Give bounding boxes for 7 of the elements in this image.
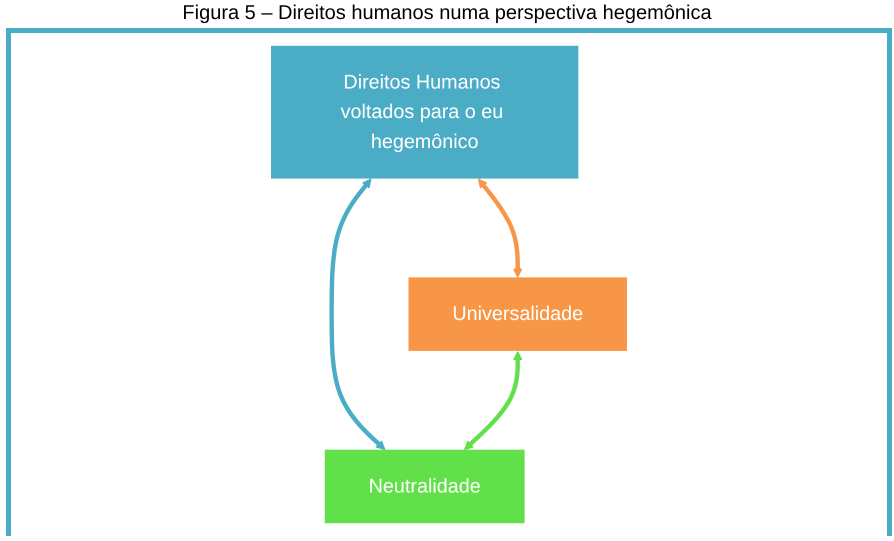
arrow — [464, 350, 523, 450]
arrow — [329, 178, 386, 450]
node-box: Universalidade — [408, 277, 627, 351]
node-box: Neutralidade — [324, 450, 525, 524]
node-box: Direitos Humanos voltados para o eu hegemônico — [271, 46, 578, 179]
arrow — [478, 178, 523, 278]
figure-title: Figura 5 – Direitos humanos numa perspectiva hegemônica — [181, 1, 713, 26]
